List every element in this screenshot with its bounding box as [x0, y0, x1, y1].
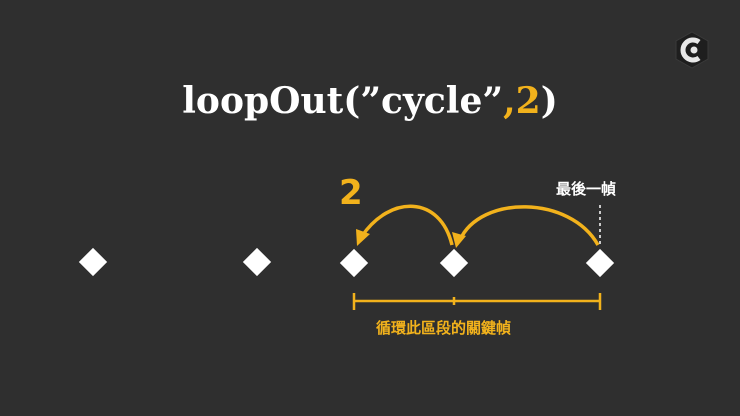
last-frame-label: 最後一幀 [556, 180, 617, 198]
keyframe-2 [242, 247, 272, 277]
loop-range-label: 循環此區段的關鍵幀 [376, 319, 512, 337]
title-number: 2 [515, 80, 541, 122]
loop-arrow-small [360, 204, 454, 246]
loop-arrow-large [458, 205, 600, 246]
title-close: ) [540, 80, 558, 122]
cycles-label: 2 [339, 173, 363, 213]
keyframe-1 [78, 247, 108, 277]
keyframe-5 [585, 248, 615, 278]
loop-arrowhead-large [452, 232, 466, 248]
loop-arrowhead-small [356, 229, 370, 246]
title-prefix: loopOut(”cycle” [182, 80, 504, 122]
keyframe-3 [339, 248, 369, 278]
logo-icon [672, 30, 712, 70]
keyframe-4 [439, 248, 469, 278]
title-comma: , [503, 80, 516, 122]
page-title: loopOut(”cycle”,2) [0, 80, 740, 122]
